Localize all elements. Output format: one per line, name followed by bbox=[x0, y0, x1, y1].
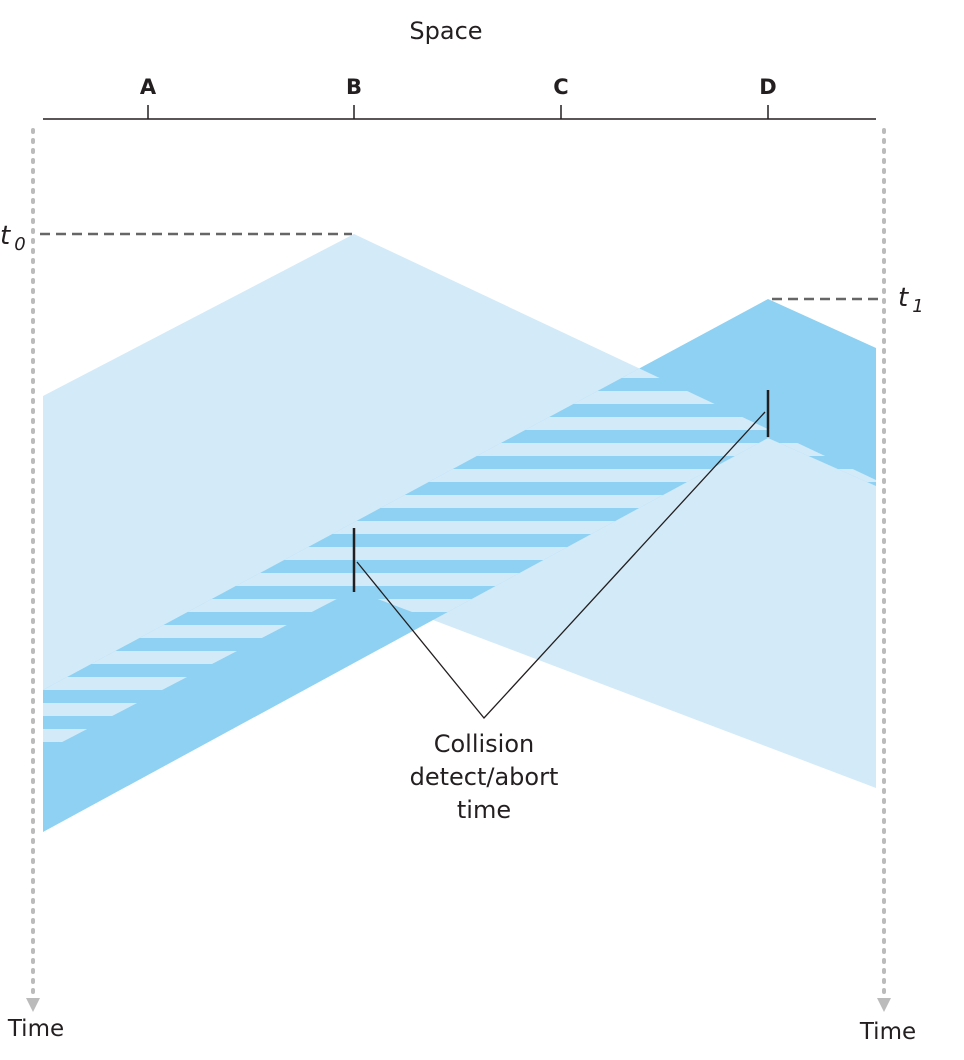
time-label-left: Time bbox=[7, 1016, 64, 1042]
station-b-label: B bbox=[346, 75, 362, 99]
annotation-leader-lines bbox=[356, 411, 766, 719]
annotation-line-1: Collision bbox=[434, 730, 535, 758]
space-axis-title: Space bbox=[409, 17, 482, 45]
time-label-right: Time bbox=[859, 1019, 916, 1045]
station-d-label: D bbox=[759, 75, 776, 99]
station-a-label: A bbox=[140, 75, 157, 99]
annotation-line-2: detect/abort bbox=[410, 763, 559, 791]
time-arrow-left-icon bbox=[26, 998, 40, 1012]
annotation-line-3: time bbox=[457, 796, 511, 824]
station-ticks bbox=[147, 105, 769, 119]
station-c-label: C bbox=[553, 75, 568, 99]
time-arrow-right-icon bbox=[877, 998, 891, 1012]
